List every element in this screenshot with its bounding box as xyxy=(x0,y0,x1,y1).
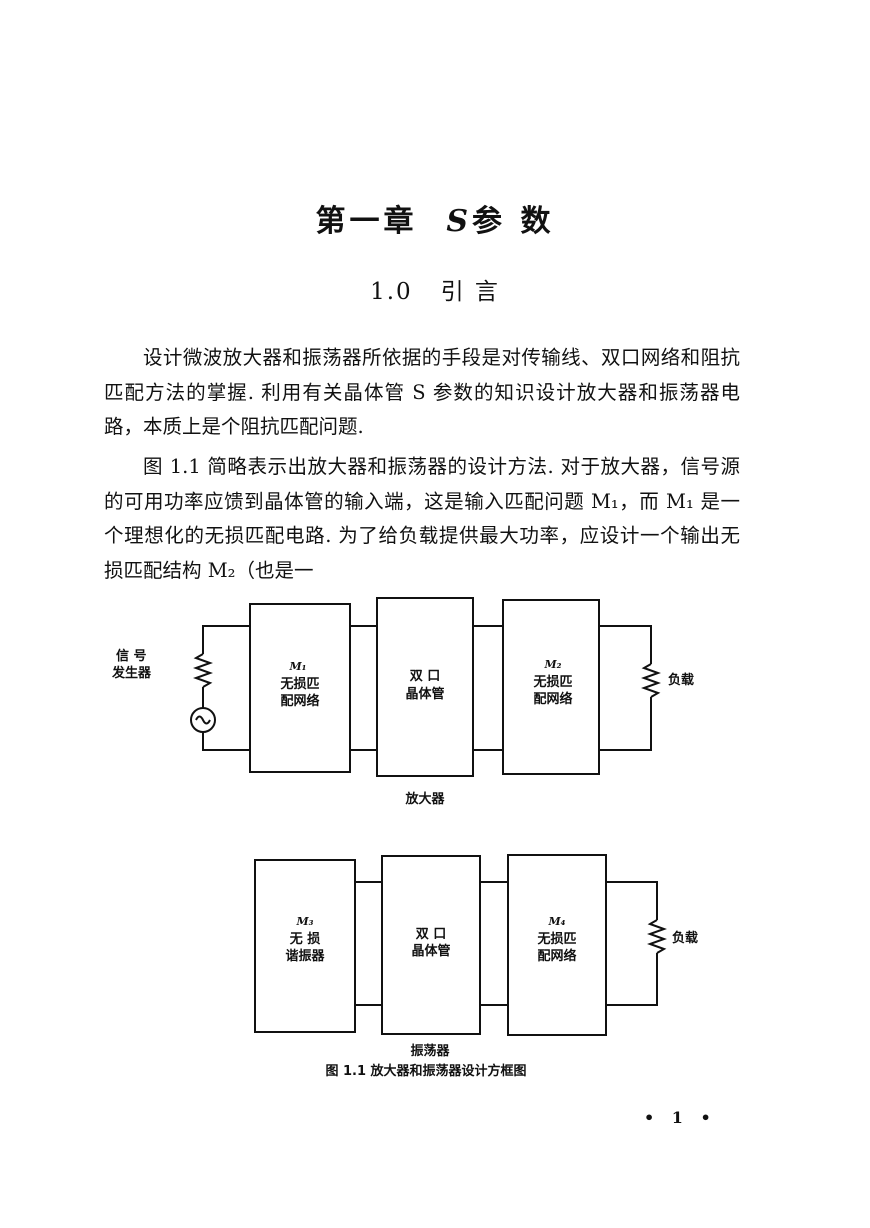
m2-block xyxy=(502,599,600,775)
chapter-title-text: 参 数 xyxy=(472,204,555,239)
paragraph-intro: 设计微波放大器和振荡器所依据的手段是对传输线、双口网络和阻抗匹配方法的掌握. 利… xyxy=(104,346,740,438)
m1-symbol: M₁ xyxy=(289,660,307,673)
m1-line2: 配网络 xyxy=(280,693,319,709)
osc-transistor-line2: 晶体管 xyxy=(411,943,450,959)
m3-line1: 无 损 xyxy=(289,931,321,947)
oscillator-diagram xyxy=(254,854,667,1036)
source-label-line1: 信 号 xyxy=(116,648,147,664)
m4-line2: 配网络 xyxy=(537,948,576,964)
m1-line1: 无损匹 xyxy=(279,676,319,692)
chapter-label: 第一章 xyxy=(315,204,418,239)
amp-transistor-line1: 双 口 xyxy=(410,669,441,684)
section-title-text: 引 言 xyxy=(440,279,500,305)
amp-transistor-block xyxy=(376,597,474,777)
m2-line1: 无损匹 xyxy=(532,674,572,690)
amplifier-diagram xyxy=(190,597,661,777)
m4-symbol: M₄ xyxy=(548,915,566,928)
chapter-symbol: S xyxy=(446,204,473,239)
osc-load-label: 负载 xyxy=(672,930,698,946)
section-number: 1.0 xyxy=(370,279,413,305)
page-number: • 1 • xyxy=(644,1108,717,1127)
m1-block xyxy=(249,603,351,773)
osc-transistor-line1: 双 口 xyxy=(416,927,447,942)
m2-symbol: M₂ xyxy=(544,658,562,671)
amp-transistor-line2: 晶体管 xyxy=(405,686,444,702)
figure-caption: 图 1.1 放大器和振荡器设计方框图 xyxy=(325,1063,526,1079)
m3-line2: 谐振器 xyxy=(285,948,325,964)
amp-load-resistor-icon xyxy=(641,663,661,698)
oscillator-label: 振荡器 xyxy=(410,1043,450,1059)
m3-symbol: M₃ xyxy=(296,915,314,928)
m3-block xyxy=(254,859,356,1033)
amp-load-label: 负载 xyxy=(668,672,694,688)
m4-line1: 无损匹 xyxy=(536,931,576,947)
paragraph-method: 图 1.1 简略表示出放大器和振荡器的设计方法. 对于放大器，信号源的可用功率应… xyxy=(104,455,740,582)
osc-transistor-block xyxy=(381,855,481,1035)
chapter-title: 第一章 S参 数 xyxy=(0,196,870,240)
source-label-line2: 发生器 xyxy=(111,665,152,681)
section-title: 1.0 引 言 xyxy=(0,272,870,306)
m4-block xyxy=(507,854,607,1036)
m2-line2: 配网络 xyxy=(533,691,572,707)
osc-load-resistor-icon xyxy=(647,919,667,954)
amplifier-label: 放大器 xyxy=(404,791,445,807)
